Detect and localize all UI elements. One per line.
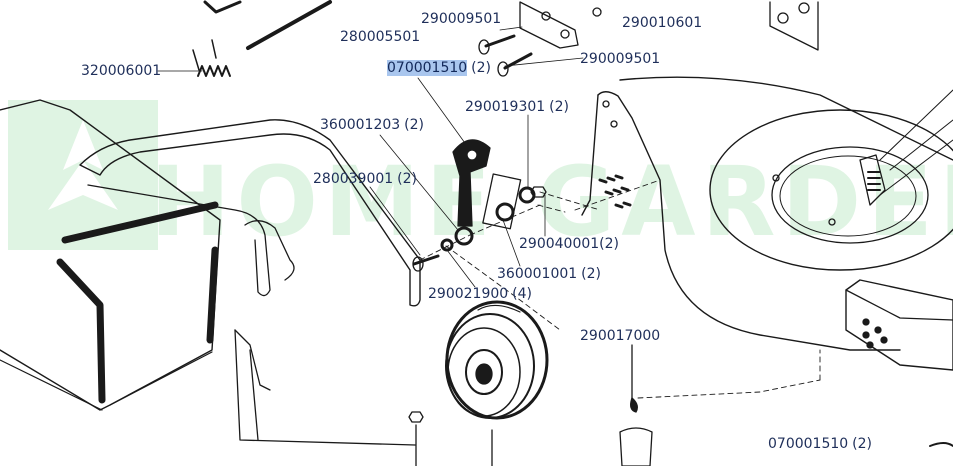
part-quantity: (4)	[512, 286, 533, 302]
part-number: 290017000	[580, 328, 661, 344]
part-label-290009501-bottom[interactable]: 290009501	[580, 51, 660, 67]
axle-rod	[203, 0, 332, 50]
part-number: 290019301	[465, 99, 546, 115]
bottom-parts	[619, 344, 953, 466]
part-number: 290009501	[580, 51, 661, 67]
part-number: 290010601	[622, 15, 703, 31]
part-quantity: (2)	[581, 266, 602, 282]
part-number: 070001510	[768, 436, 849, 452]
part-quantity: (2)	[549, 99, 570, 115]
part-number: 290009501	[421, 11, 502, 27]
part-number: 290040001	[519, 236, 600, 252]
part-label-290009501-top[interactable]: 290009501	[421, 11, 501, 27]
mower-deck	[581, 76, 953, 351]
wheel	[408, 300, 549, 466]
part-number: 360001001	[497, 266, 578, 282]
grass-bag	[0, 99, 221, 411]
part-number: 360001203	[320, 117, 401, 133]
part-number: 290021900	[428, 286, 509, 302]
assembly-guide-lines	[419, 179, 821, 399]
part-number: 070001510	[387, 60, 468, 76]
discharge-chute	[845, 279, 953, 371]
part-quantity: (2)	[404, 117, 425, 133]
part-quantity: (2)	[471, 60, 492, 76]
part-label-360001001[interactable]: 360001001(2)	[497, 266, 601, 282]
part-quantity: (2)	[599, 236, 620, 252]
part-label-280005501[interactable]: 280005501	[340, 29, 420, 45]
part-label-360001203[interactable]: 360001203(2)	[320, 117, 424, 133]
part-label-290017000[interactable]: 290017000	[580, 328, 660, 344]
part-label-290040001[interactable]: 290040001(2)	[519, 236, 619, 252]
part-label-290010601[interactable]: 290010601	[622, 15, 702, 31]
top-right-bracket	[769, 1, 819, 51]
leader-lines	[157, 26, 584, 288]
part-label-280039001[interactable]: 280039001(2)	[313, 171, 417, 187]
part-label-070001510-highlighted[interactable]: 070001510(2)	[387, 60, 491, 76]
bag-frame	[79, 119, 421, 446]
part-quantity: (2)	[852, 436, 873, 452]
part-number: 280039001	[313, 171, 394, 187]
part-label-070001510-bottom[interactable]: 070001510(2)	[768, 436, 872, 452]
part-number: 280005501	[340, 29, 421, 45]
spring-part	[192, 39, 231, 77]
part-label-290019301[interactable]: 290019301(2)	[465, 99, 569, 115]
part-label-320006001[interactable]: 320006001	[81, 63, 161, 79]
bracket-plate	[519, 1, 602, 49]
part-label-290021900[interactable]: 290021900(4)	[428, 286, 532, 302]
part-quantity: (2)	[397, 171, 418, 187]
part-number: 320006001	[81, 63, 162, 79]
